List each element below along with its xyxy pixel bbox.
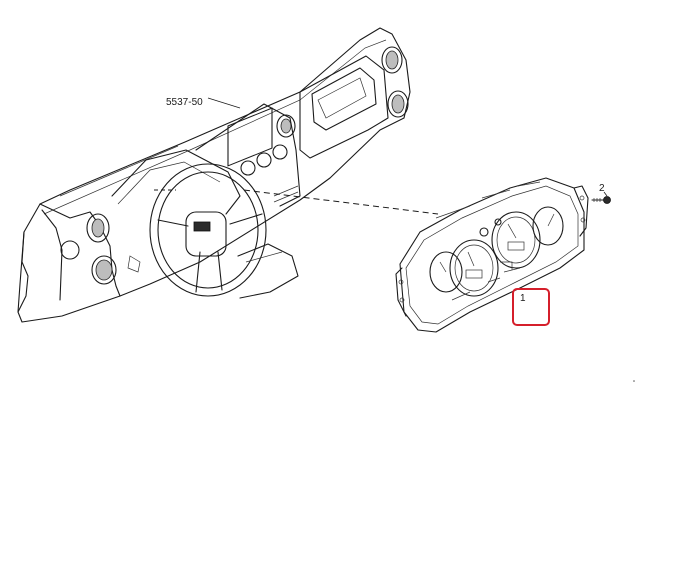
callout-screw: 2 — [599, 183, 605, 194]
callout-instrument-cluster[interactable]: 1 — [520, 293, 526, 304]
instrument-cluster — [395, 177, 589, 333]
instrument-cluster-hotspot[interactable] — [512, 288, 550, 326]
stray-mark — [633, 380, 635, 382]
screw — [591, 191, 611, 204]
dashboard-assembly — [17, 27, 411, 323]
leader-lines — [154, 97, 439, 215]
reference-code-label: 5537-50 — [166, 97, 203, 108]
